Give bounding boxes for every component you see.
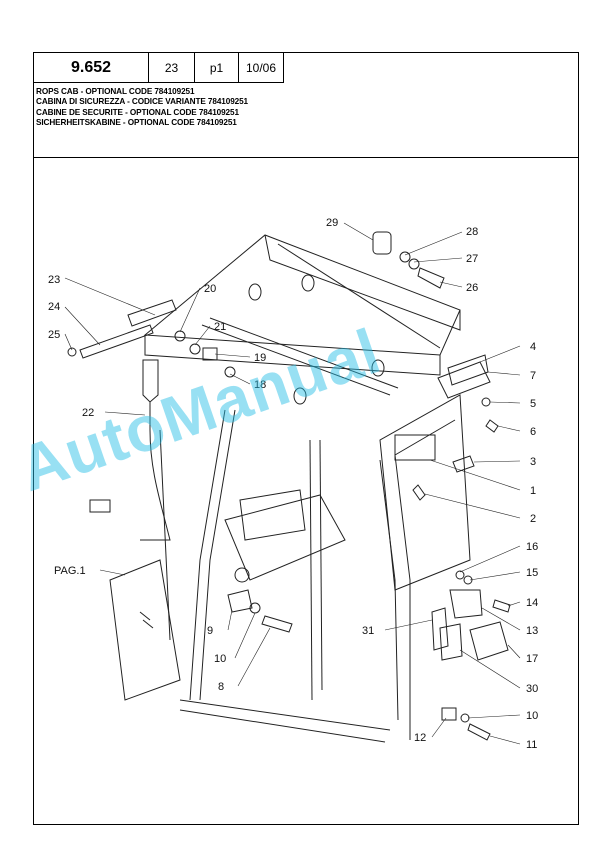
part-17 — [469, 621, 509, 661]
header-field-a: 23 — [149, 53, 195, 83]
callout-7: 7 — [530, 370, 536, 382]
part-14 — [492, 599, 511, 613]
callout-26: 26 — [466, 282, 478, 294]
part-8 — [261, 615, 293, 633]
callout-3: 3 — [530, 456, 536, 468]
part-1-switch-panel — [394, 434, 436, 461]
part-23 — [127, 299, 177, 327]
callout-10-left: 10 — [214, 653, 226, 665]
header-field-b: p1 — [195, 53, 239, 83]
part-22-cable — [140, 402, 171, 541]
callout-25: 25 — [48, 329, 60, 341]
part-5 — [481, 397, 491, 407]
callout-4: 4 — [530, 341, 536, 353]
part-20 — [174, 330, 186, 342]
header-row: 9.652 23 p1 10/06 — [34, 53, 284, 83]
part-12 — [441, 707, 457, 721]
callout-5: 5 — [530, 398, 536, 410]
page-ref: PAG.1 — [54, 565, 86, 577]
title-de: SICHERHEITSKABINE - OPTIONAL CODE 784109… — [36, 118, 237, 128]
callout-16: 16 — [526, 541, 538, 553]
left-panel — [109, 559, 181, 701]
part-19 — [202, 347, 218, 361]
callout-11: 11 — [526, 739, 537, 751]
part-22-plug — [89, 499, 111, 513]
callout-14: 14 — [526, 597, 538, 609]
callout-19: 19 — [254, 352, 266, 364]
cab-roof — [143, 234, 461, 356]
cab-floor — [224, 494, 346, 581]
callout-22: 22 — [82, 407, 94, 419]
callout-18: 18 — [254, 379, 266, 391]
callout-12: 12 — [414, 732, 426, 744]
callout-30: 30 — [526, 683, 538, 695]
callout-28: 28 — [466, 226, 478, 238]
part-24 — [79, 324, 154, 359]
title-separator — [34, 157, 578, 158]
callout-29: 29 — [326, 217, 338, 229]
callout-2: 2 — [530, 513, 536, 525]
part-22-connector — [142, 359, 159, 403]
callout-20: 20 — [204, 283, 216, 295]
callout-10-right: 10 — [526, 710, 538, 722]
callout-15: 15 — [526, 567, 538, 579]
part-9 — [227, 589, 253, 613]
callout-13: 13 — [526, 625, 538, 637]
part-10-lower — [460, 713, 470, 723]
part-13-hinge — [449, 589, 483, 619]
callout-24: 24 — [48, 301, 60, 313]
callout-9: 9 — [207, 625, 213, 637]
parts-sheet: 9.652 23 p1 10/06 ROPS CAB - OPTIONAL CO… — [33, 52, 579, 825]
part-31 — [431, 607, 449, 651]
callout-21: 21 — [214, 321, 226, 333]
part-2 — [412, 484, 426, 501]
part-3 — [452, 455, 475, 473]
part-25 — [67, 347, 77, 357]
cab-pillar-right — [379, 459, 399, 721]
part-30 — [439, 623, 463, 661]
part-6 — [485, 419, 499, 433]
page-code: 9.652 — [34, 53, 149, 83]
part-29 — [372, 231, 392, 255]
part-15 — [463, 575, 473, 585]
callout-23: 23 — [48, 274, 60, 286]
callout-8: 8 — [218, 681, 224, 693]
callout-17: 17 — [526, 653, 538, 665]
part-7 — [447, 354, 489, 386]
part-18 — [224, 366, 236, 378]
title-block: ROPS CAB - OPTIONAL CODE 784109251 CABIN… — [36, 87, 248, 129]
part-11 — [467, 723, 491, 741]
part-27 — [408, 258, 420, 270]
callout-6: 6 — [530, 426, 536, 438]
header-field-c: 10/06 — [239, 53, 284, 83]
part-26 — [417, 267, 445, 289]
callout-1: 1 — [530, 485, 536, 497]
title-it: CABINA DI SICUREZZA - CODICE VARIANTE 78… — [36, 97, 249, 107]
part-4 — [437, 361, 491, 399]
callout-27: 27 — [466, 253, 478, 265]
part-21 — [189, 343, 201, 355]
title-en: ROPS CAB - OPTIONAL CODE 784109251 — [36, 87, 195, 96]
title-fr: CABINE DE SECURITE - OPTIONAL CODE 78410… — [36, 107, 239, 117]
callout-31: 31 — [362, 625, 374, 637]
part-16 — [455, 570, 465, 580]
part-28 — [399, 251, 411, 263]
